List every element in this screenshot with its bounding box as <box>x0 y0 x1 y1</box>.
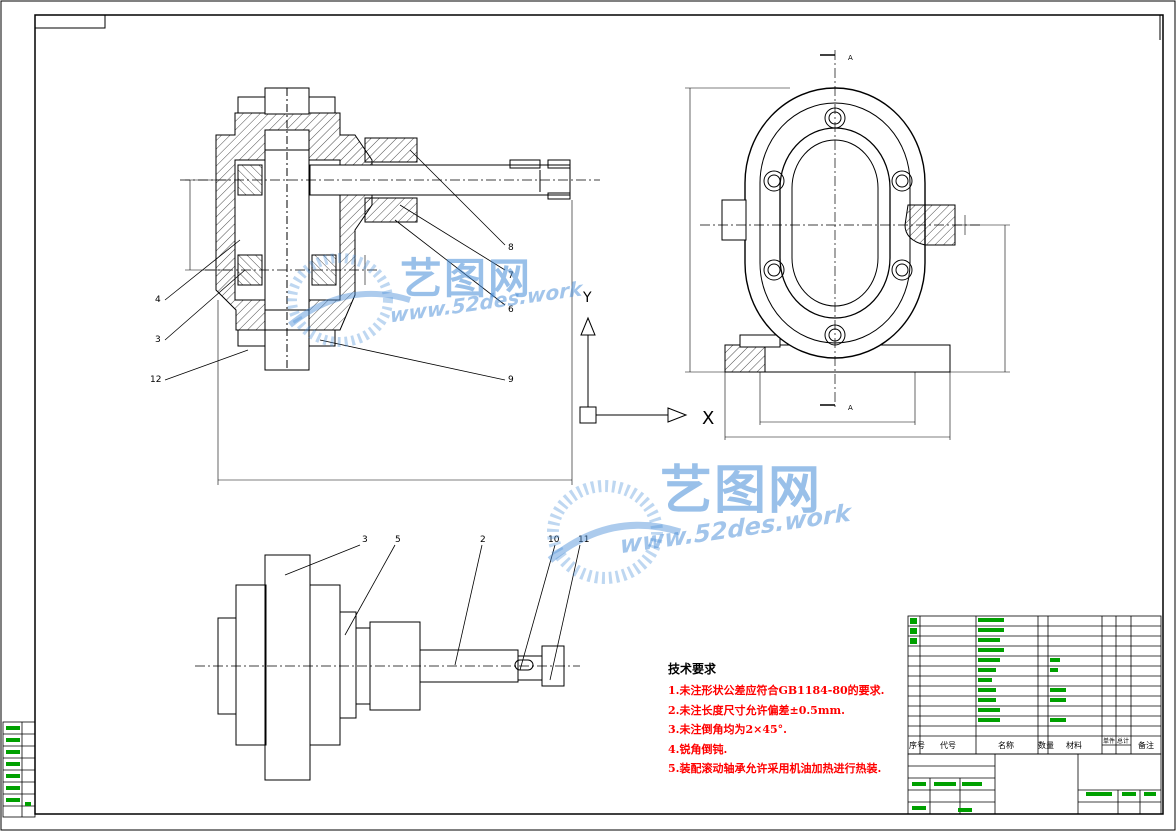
tech-requirement-item: 5.装配滚动轴承允许采用机油加热进行热装. <box>668 762 882 775</box>
bom-header: 序号 代号 名称 数量 材料 单件 总计 备注 <box>909 737 1154 750</box>
callout-9: 9 <box>508 375 514 385</box>
bom-header-material: 材料 <box>1066 740 1082 750</box>
callout-7: 7 <box>508 271 514 281</box>
axis-y-label: Y <box>582 290 592 306</box>
bom-header-qty: 数量 <box>1038 740 1054 750</box>
axis-labels: X Y <box>582 290 714 429</box>
side-strip-marks <box>6 726 31 806</box>
section-marks: A A <box>848 54 853 412</box>
callout-12: 12 <box>150 375 161 385</box>
bom-header-no: 序号 <box>909 740 925 750</box>
bottom-view-leaders <box>284 544 581 681</box>
axis-gizmo <box>579 316 688 424</box>
front-section-view <box>180 87 600 485</box>
bom-header-code: 代号 <box>940 740 956 750</box>
bom-header-remark: 备注 <box>1138 740 1154 750</box>
callout-8: 8 <box>508 243 514 253</box>
tech-requirement-item: 4.锐角倒钝. <box>668 742 728 756</box>
front-view-callouts: 4 3 12 8 7 6 9 <box>150 243 514 385</box>
bom-header-unit-weight: 单件 <box>1103 737 1115 745</box>
section-label-top: A <box>848 54 853 62</box>
bom-header-total-weight: 总计 <box>1117 737 1129 745</box>
axis-x-label: X <box>702 408 714 429</box>
tech-requirement-item: 2.未注长度尺寸允许偏差±0.5mm. <box>668 703 845 717</box>
callout-6: 6 <box>508 305 514 315</box>
bom-table-marks <box>910 618 1156 812</box>
callout-11: 11 <box>578 535 589 545</box>
callout-3: 3 <box>155 335 161 345</box>
callout-3b: 3 <box>362 535 368 545</box>
technical-requirements: 技术要求 1.未注形状公差应符合GB1184-80的要求. 2.未注长度尺寸允许… <box>668 660 885 779</box>
callout-10: 10 <box>548 535 560 545</box>
tech-requirements-title: 技术要求 <box>668 662 717 676</box>
side-strip <box>2 721 36 818</box>
bolt-holes <box>763 107 913 346</box>
side-view <box>685 50 1010 440</box>
tech-requirement-item: 3.未注倒角均为2×45°. <box>668 723 787 736</box>
callout-4: 4 <box>155 295 161 305</box>
section-label-bottom: A <box>848 404 853 412</box>
bottom-view <box>195 554 580 781</box>
bottom-view-callouts: 3 5 2 10 11 <box>362 535 589 545</box>
bom-header-name: 名称 <box>998 740 1014 750</box>
tech-requirement-item: 1.未注形状公差应符合GB1184-80的要求. <box>668 684 885 697</box>
bom-table <box>907 615 1162 815</box>
callout-5: 5 <box>395 535 401 545</box>
callout-2: 2 <box>480 535 486 545</box>
front-view-leaders <box>164 149 506 381</box>
